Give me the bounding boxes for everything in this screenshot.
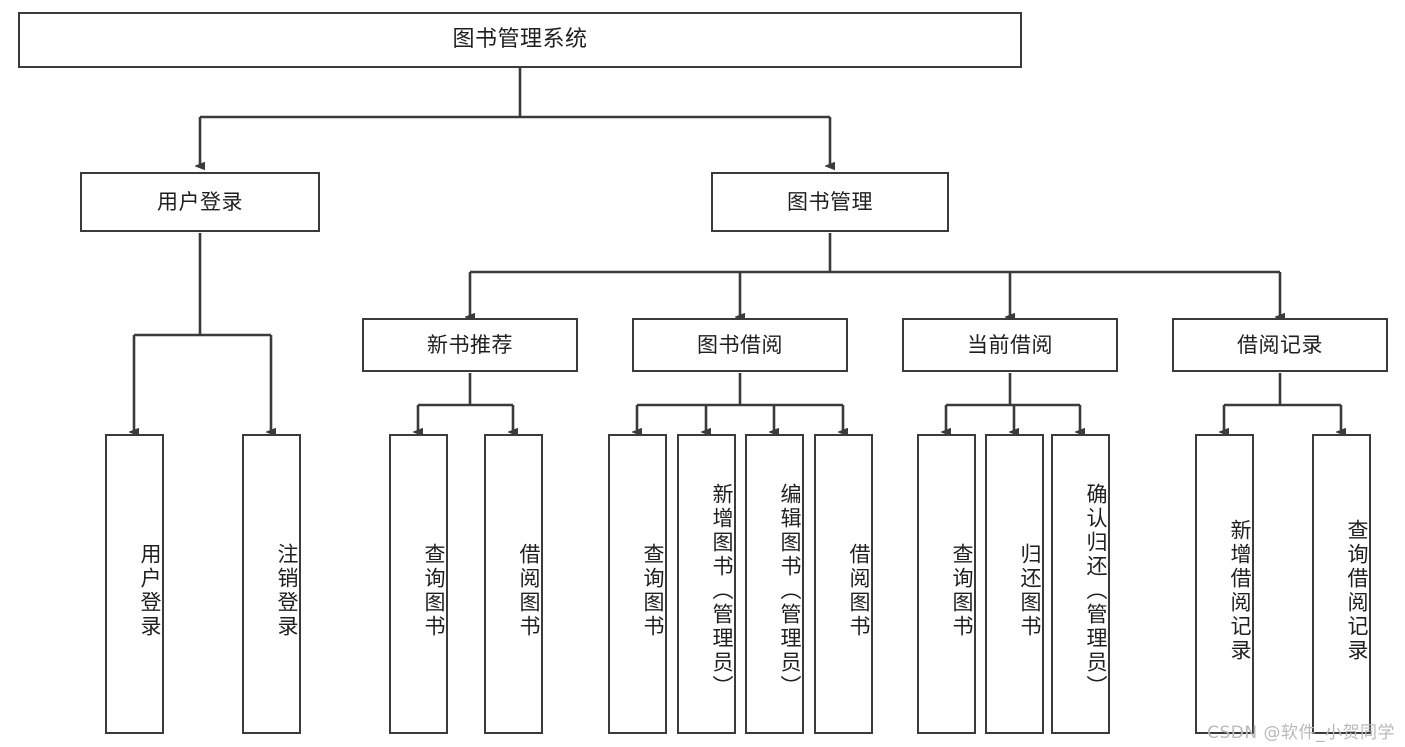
node-label: 图书借阅: [697, 332, 783, 357]
node-label: 新书推荐: [427, 332, 513, 357]
node-label: 图书管理: [787, 189, 873, 214]
node-leaf-query-book-2[interactable]: 查询图书: [608, 434, 667, 734]
node-leaf-borrow-book-2[interactable]: 借阅图书: [814, 434, 873, 734]
node-label: 图书管理系统: [452, 27, 588, 53]
node-label: 借阅图书: [517, 543, 541, 639]
node-leaf-borrow-book-1[interactable]: 借阅图书: [484, 434, 543, 734]
node-label: 查询图书: [641, 543, 665, 639]
node-label: 编辑图书（管理员）: [778, 483, 802, 699]
node-leaf-query-record[interactable]: 查询借阅记录: [1312, 434, 1371, 734]
node-label: 用户登录: [138, 543, 162, 639]
node-borrow-record[interactable]: 借阅记录: [1172, 318, 1388, 372]
node-leaf-logout[interactable]: 注销登录: [242, 434, 301, 734]
node-new-book-recommend[interactable]: 新书推荐: [362, 318, 578, 372]
node-label: 查询借阅记录: [1345, 519, 1369, 663]
node-label: 注销登录: [275, 543, 299, 639]
node-label: 查询图书: [422, 543, 446, 639]
node-root-book-management-system[interactable]: 图书管理系统: [18, 12, 1022, 68]
node-leaf-add-book[interactable]: 新增图书（管理员）: [677, 434, 736, 734]
node-leaf-add-record[interactable]: 新增借阅记录: [1195, 434, 1254, 734]
node-label: 当前借阅: [967, 332, 1053, 357]
node-label: 借阅图书: [847, 543, 871, 639]
node-label: 查询图书: [950, 543, 974, 639]
node-label: 归还图书: [1018, 543, 1042, 639]
node-label: 新增图书（管理员）: [710, 483, 734, 699]
node-book-management[interactable]: 图书管理: [711, 172, 949, 232]
node-leaf-query-book-3[interactable]: 查询图书: [917, 434, 976, 734]
node-current-borrow[interactable]: 当前借阅: [902, 318, 1118, 372]
node-label: 确认归还（管理员）: [1084, 483, 1108, 699]
node-book-borrow[interactable]: 图书借阅: [632, 318, 848, 372]
node-leaf-return-book[interactable]: 归还图书: [985, 434, 1044, 734]
node-leaf-confirm-return[interactable]: 确认归还（管理员）: [1051, 434, 1110, 734]
node-leaf-edit-book[interactable]: 编辑图书（管理员）: [745, 434, 804, 734]
csdn-watermark: CSDN @软件_小贺同学: [1207, 723, 1395, 743]
node-leaf-user-login[interactable]: 用户登录: [105, 434, 164, 734]
node-leaf-query-book-1[interactable]: 查询图书: [389, 434, 448, 734]
node-label: 用户登录: [157, 189, 243, 214]
node-label: 新增借阅记录: [1228, 519, 1252, 663]
node-user-login[interactable]: 用户登录: [80, 172, 320, 232]
node-label: 借阅记录: [1237, 332, 1323, 357]
